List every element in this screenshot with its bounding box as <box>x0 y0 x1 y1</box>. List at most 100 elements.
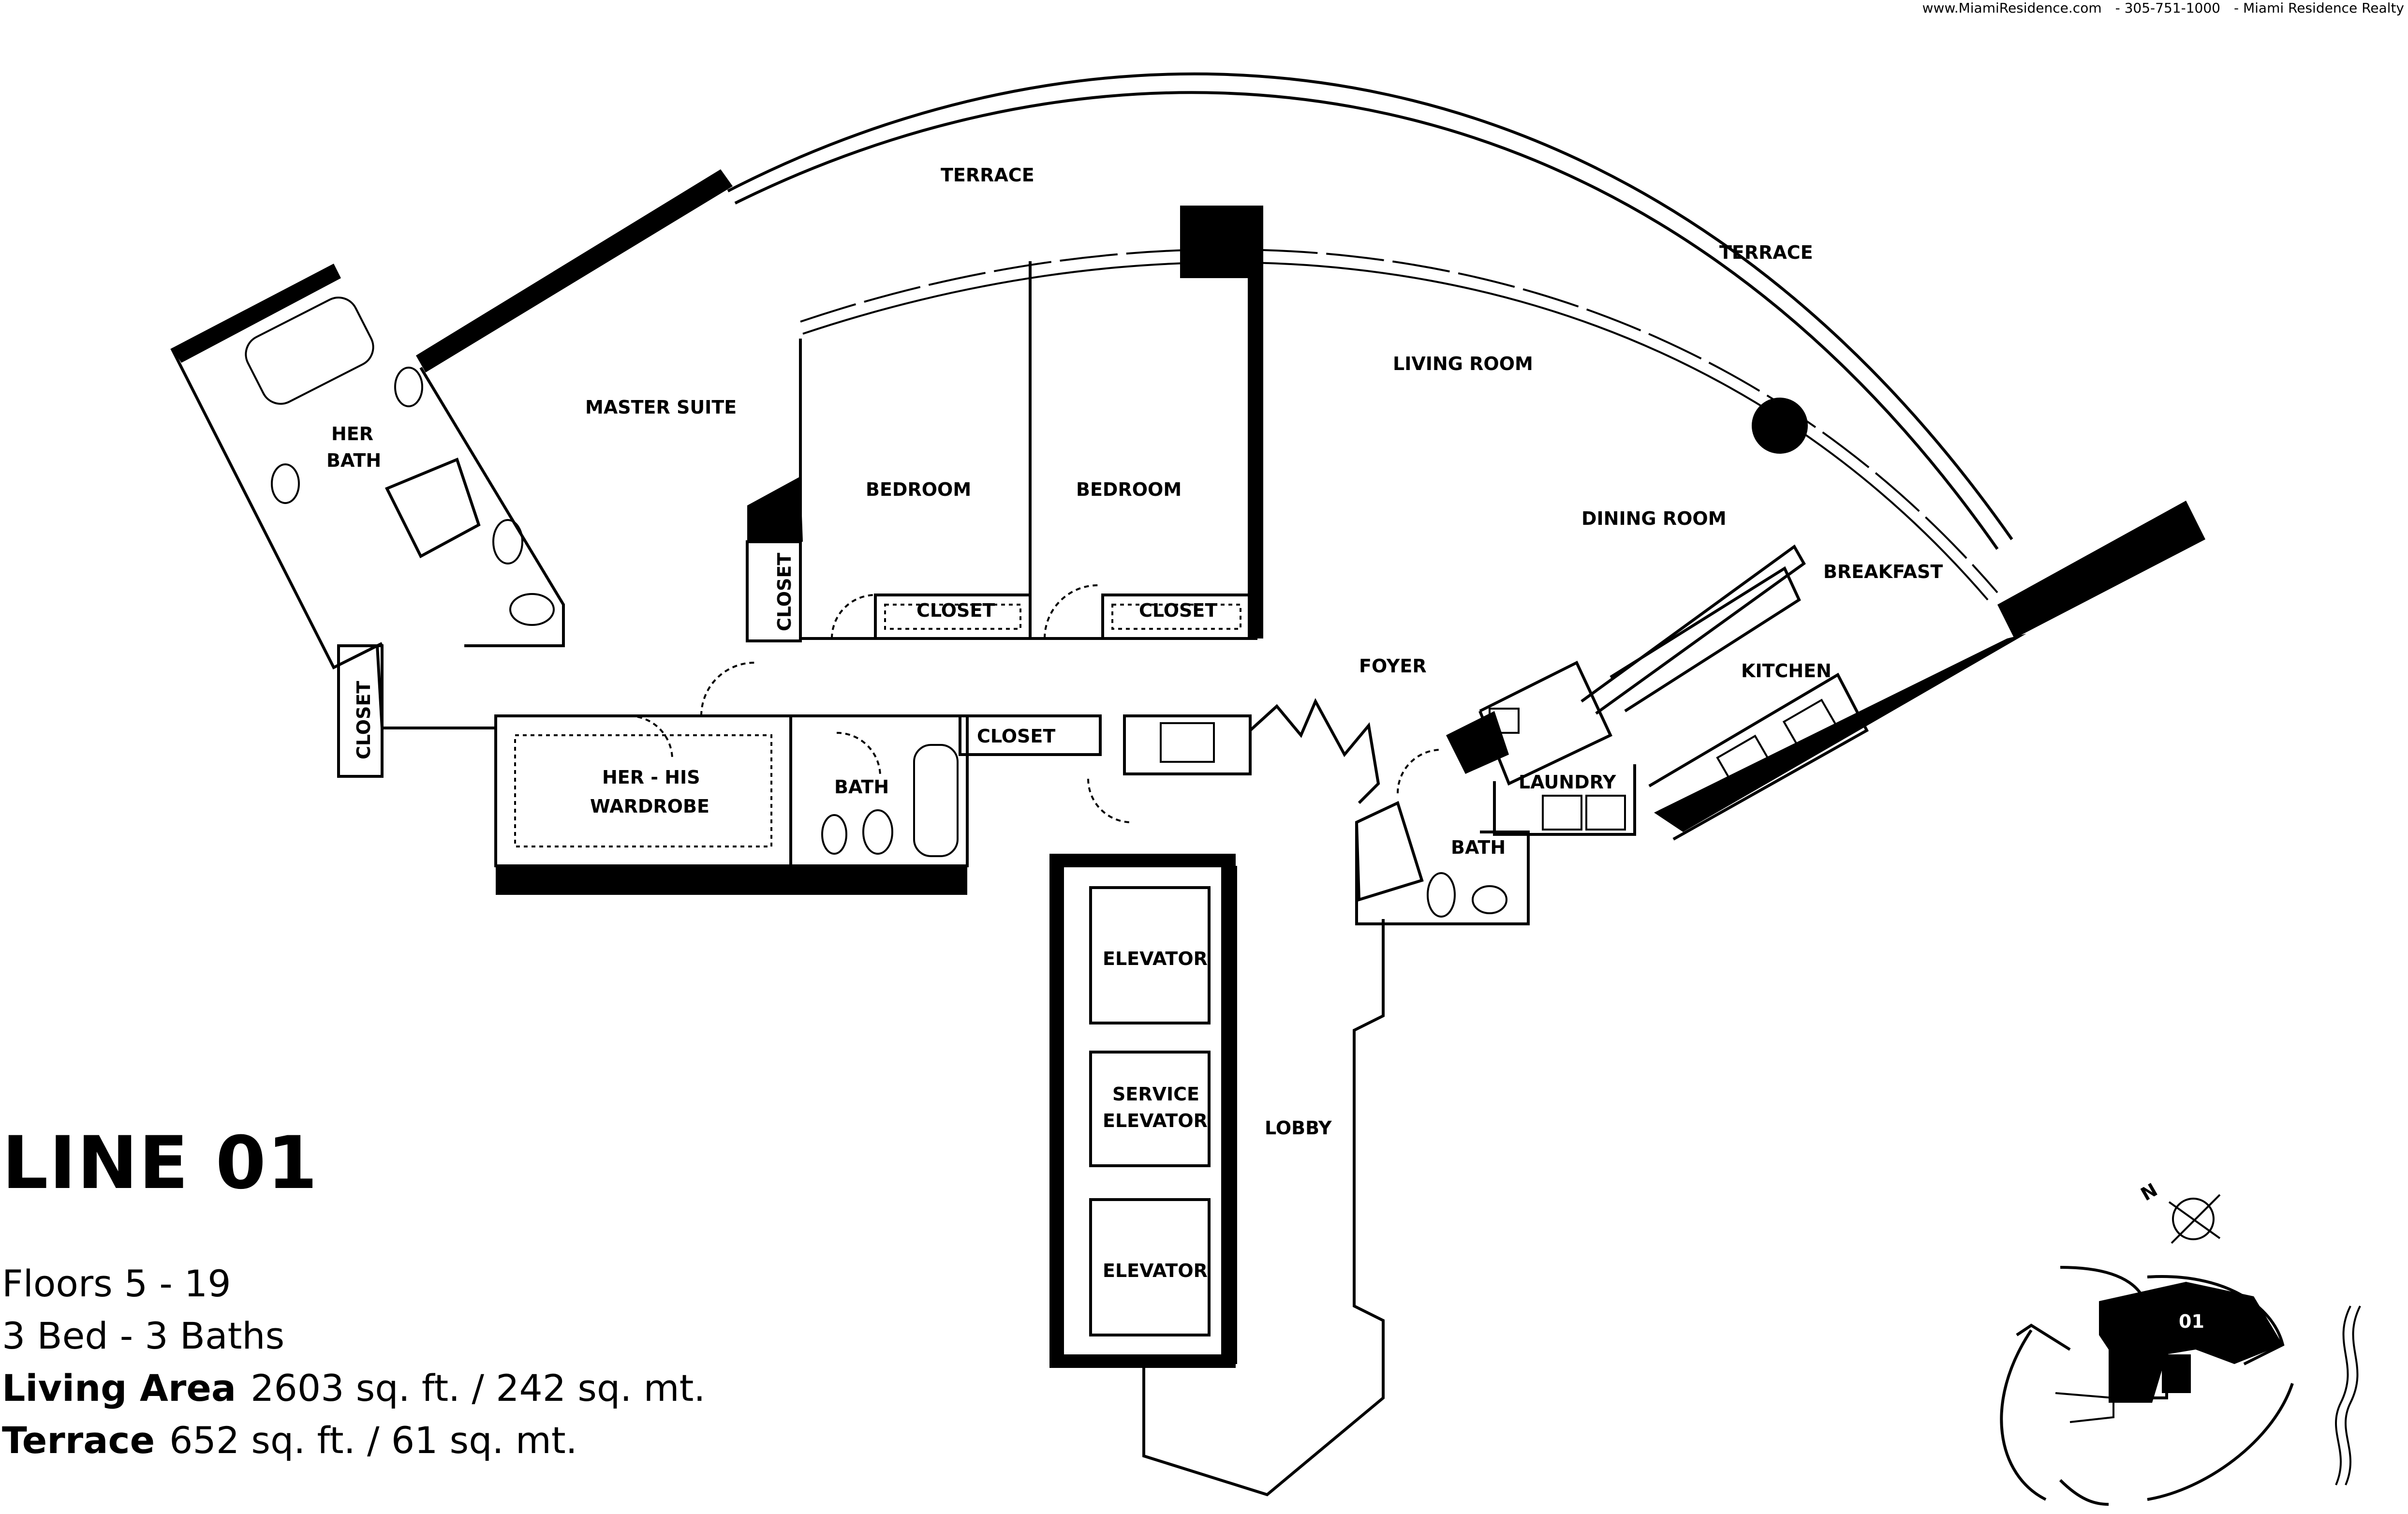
elevator-left-wall <box>1049 854 1064 1366</box>
room-label-closet-5: CLOSET <box>774 553 795 631</box>
closet-mid-box <box>959 714 1102 756</box>
elevator-right-wall <box>1221 854 1236 1366</box>
bath-left-toilet <box>862 809 893 855</box>
bath-lower-shower <box>1355 801 1424 902</box>
door-swing-1 <box>700 662 755 716</box>
elevator-1-box <box>1089 886 1211 1024</box>
her-bath-shower <box>384 457 481 559</box>
living-area-value: 2603 sq. ft. / 242 sq. mt. <box>251 1366 706 1410</box>
room-label-wardrobe-1: HER - HIS <box>602 767 700 788</box>
living-area-label: Living Area <box>2 1366 236 1410</box>
room-label-service-elevator-2: ELEVATOR <box>1103 1110 1208 1131</box>
header-contact: www.MiamiResidence.com - 305-751-1000 - … <box>1922 0 2408 19</box>
kitchen-sink <box>1716 734 1771 785</box>
room-label-master-suite: MASTER SUITE <box>585 397 737 418</box>
room-label-terrace-2: TERRACE <box>1719 242 1813 263</box>
room-label-her-bath-1: HER <box>331 423 373 445</box>
foyer-zigzag <box>1249 698 1380 804</box>
unit-living-area: Living Area 2603 sq. ft. / 242 sq. mt. <box>2 1362 727 1414</box>
room-label-bedroom-2: BEDROOM <box>1076 479 1182 500</box>
room-label-lobby: LOBBY <box>1265 1117 1332 1139</box>
room-label-bath-2: BATH <box>1451 837 1506 858</box>
terrace-outer-arc <box>727 72 2013 540</box>
her-bath-outline <box>170 347 383 670</box>
north-compass-icon: N <box>2137 1179 2221 1244</box>
room-label-elevator-2: ELEVATOR <box>1103 1260 1208 1281</box>
room-label-wardrobe-2: WARDROBE <box>590 796 709 817</box>
wardrobe-box <box>494 714 792 867</box>
bedroom-left-wall <box>747 476 803 542</box>
room-label-bedroom-1: BEDROOM <box>866 479 971 500</box>
closet-bedroom-1b-in <box>884 604 1021 630</box>
bath-left-box <box>789 714 969 867</box>
unit-info: LINE 01 Floors 5 - 19 3 Bed - 3 Baths Li… <box>2 1127 727 1467</box>
room-label-laundry: LAUNDRY <box>1519 772 1616 793</box>
closet-bedroom-1b <box>874 594 1032 640</box>
bedroom-1-outline <box>799 261 1032 640</box>
svg-text:N: N <box>2137 1179 2161 1205</box>
right-lower-wall <box>1654 634 2026 832</box>
service-elevator-box <box>1089 1051 1211 1167</box>
kitchen-outline <box>1581 544 1806 715</box>
door-swing-4 <box>1087 778 1132 823</box>
pantry-fixture <box>1489 708 1520 734</box>
room-label-foyer: FOYER <box>1359 655 1427 677</box>
website-text: www.MiamiResidence.com <box>1922 0 2102 16</box>
bath-lower-sink <box>1472 885 1507 914</box>
bath-left-tub <box>913 744 959 857</box>
kitchen-column <box>1446 711 1509 774</box>
bath-left-sink <box>821 814 847 855</box>
elevator-2-box <box>1089 1198 1211 1336</box>
room-label-bath-1: BATH <box>834 776 889 798</box>
unit-terrace: Terrace 652 sq. ft. / 61 sq. mt. <box>2 1414 727 1467</box>
room-label-service-elevator-1: SERVICE <box>1112 1084 1199 1105</box>
laundry-outline <box>1493 764 1636 836</box>
her-bath-top-wall <box>172 264 341 363</box>
bath-lower-toilet <box>1427 872 1456 918</box>
room-label-living-room: LIVING ROOM <box>1393 353 1533 374</box>
company-text: - Miami Residence Realty <box>2233 0 2404 16</box>
kitchen-lower <box>1648 672 1869 841</box>
kitchen-range <box>1782 698 1840 753</box>
her-bath-sink-2 <box>271 463 300 504</box>
elevator-top-wall <box>1049 854 1236 867</box>
terrace-outer-arc-inner <box>734 91 1999 550</box>
pantry-outline <box>1478 660 1612 786</box>
phone-text: - 305-751-1000 <box>2115 0 2220 16</box>
closet-bedroom-1-box <box>746 540 802 642</box>
her-bath-toilet <box>492 519 523 564</box>
room-label-elevator-1: ELEVATOR <box>1103 948 1208 969</box>
room-label-closet-4: CLOSET <box>977 726 1055 747</box>
room-label-breakfast: BREAKFAST <box>1823 561 1943 582</box>
room-label-closet-1: CLOSET <box>353 681 374 759</box>
door-swing-2 <box>831 594 876 639</box>
master-outer-wall <box>416 169 733 372</box>
door-swing-3 <box>1044 584 1098 639</box>
living-left-wall <box>1248 206 1263 638</box>
her-bath-tub <box>245 297 374 405</box>
room-label-terrace-1: TERRACE <box>941 164 1034 186</box>
room-label-her-bath-2: BATH <box>326 450 381 471</box>
unit-floors: Floors 5 - 19 <box>2 1262 231 1305</box>
bath-lower-outline <box>1355 822 1530 925</box>
terrace-value: 652 sq. ft. / 61 sq. mt. <box>169 1419 577 1462</box>
her-bath-sink-1 <box>394 367 423 407</box>
her-bath-bidet <box>509 593 555 626</box>
her-bath-right <box>419 367 565 647</box>
kitchen-counter <box>1610 566 1801 712</box>
terrace-inner-arc <box>800 248 1998 594</box>
closet-left-box <box>337 644 384 778</box>
unit-beds-baths: 3 Bed - 3 Baths <box>2 1314 285 1357</box>
terrace-label: Terrace <box>2 1419 155 1462</box>
unit-title: LINE 01 <box>2 1121 319 1205</box>
wardrobe-inner <box>514 734 772 847</box>
washer <box>1542 795 1582 831</box>
wardrobe-bottom-wall <box>496 866 967 895</box>
bedroom-2-outline <box>1029 261 1257 640</box>
door-swing-5 <box>628 715 673 760</box>
dryer <box>1585 795 1626 831</box>
room-label-kitchen: KITCHEN <box>1741 660 1832 682</box>
room-label-closet-2: CLOSET <box>916 600 995 621</box>
lobby-outline <box>1142 919 1385 1497</box>
key-plan: 01 <box>2000 1266 2361 1506</box>
